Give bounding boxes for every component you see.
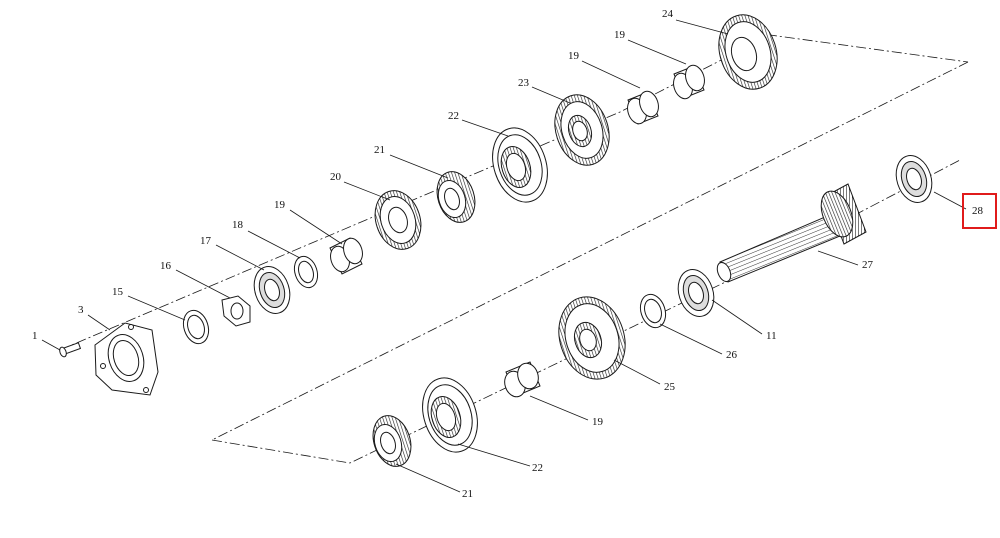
highlight-box-part-28 bbox=[962, 193, 997, 229]
label-part-19-a: 19 bbox=[274, 199, 285, 211]
label-part-22-a: 22 bbox=[448, 110, 459, 122]
label-part-24: 24 bbox=[662, 8, 673, 20]
part-19-bushing-c bbox=[673, 64, 705, 100]
part-17-bearing bbox=[253, 266, 291, 314]
part-24-gear bbox=[718, 14, 778, 90]
part-21-gear-upper bbox=[436, 171, 476, 223]
label-part-19-c: 19 bbox=[614, 29, 625, 41]
label-part-17: 17 bbox=[200, 235, 211, 247]
label-part-20: 20 bbox=[330, 171, 341, 183]
part-18-ring bbox=[293, 255, 319, 289]
label-part-19-b: 19 bbox=[568, 50, 579, 62]
part-11-bearing bbox=[677, 269, 715, 317]
part-27-shaft bbox=[716, 183, 867, 283]
label-part-28: 28 bbox=[972, 205, 983, 217]
label-part-25: 25 bbox=[664, 381, 675, 393]
part-28-bearing bbox=[895, 155, 933, 203]
label-part-18: 18 bbox=[232, 219, 243, 231]
part-16-nut bbox=[221, 295, 251, 327]
part-3-flange bbox=[94, 322, 159, 396]
label-part-16: 16 bbox=[160, 260, 171, 272]
part-19-bushing-b bbox=[627, 90, 659, 125]
part-19-bushing-a bbox=[329, 237, 363, 275]
label-part-22-b: 22 bbox=[532, 462, 543, 474]
label-part-21-b: 21 bbox=[462, 488, 473, 500]
label-part-21-a: 21 bbox=[374, 144, 385, 156]
part-25-gear bbox=[558, 296, 626, 380]
label-part-19-d: 19 bbox=[592, 416, 603, 428]
label-part-11: 11 bbox=[766, 330, 777, 342]
part-19-bushing-d bbox=[504, 361, 541, 398]
axis-lines bbox=[59, 34, 969, 464]
part-1-bolt bbox=[58, 342, 82, 358]
label-part-1: 1 bbox=[32, 330, 38, 342]
label-part-26: 26 bbox=[726, 349, 737, 361]
leader-lines bbox=[41, 19, 967, 493]
part-21-gear-lower bbox=[372, 415, 412, 467]
part-15-washer bbox=[182, 309, 210, 345]
part-22-synchro-upper bbox=[492, 127, 548, 203]
label-part-27: 27 bbox=[862, 259, 873, 271]
part-23-gear bbox=[554, 94, 610, 166]
part-20-gear bbox=[374, 190, 422, 250]
label-part-15: 15 bbox=[112, 286, 123, 298]
label-part-23: 23 bbox=[518, 77, 529, 89]
label-part-3: 3 bbox=[78, 304, 84, 316]
lower-axis-upper bbox=[211, 61, 969, 441]
part-26-washer bbox=[639, 293, 667, 329]
lower-axis-left bbox=[211, 159, 961, 464]
part-22-synchro-lower bbox=[422, 377, 478, 453]
